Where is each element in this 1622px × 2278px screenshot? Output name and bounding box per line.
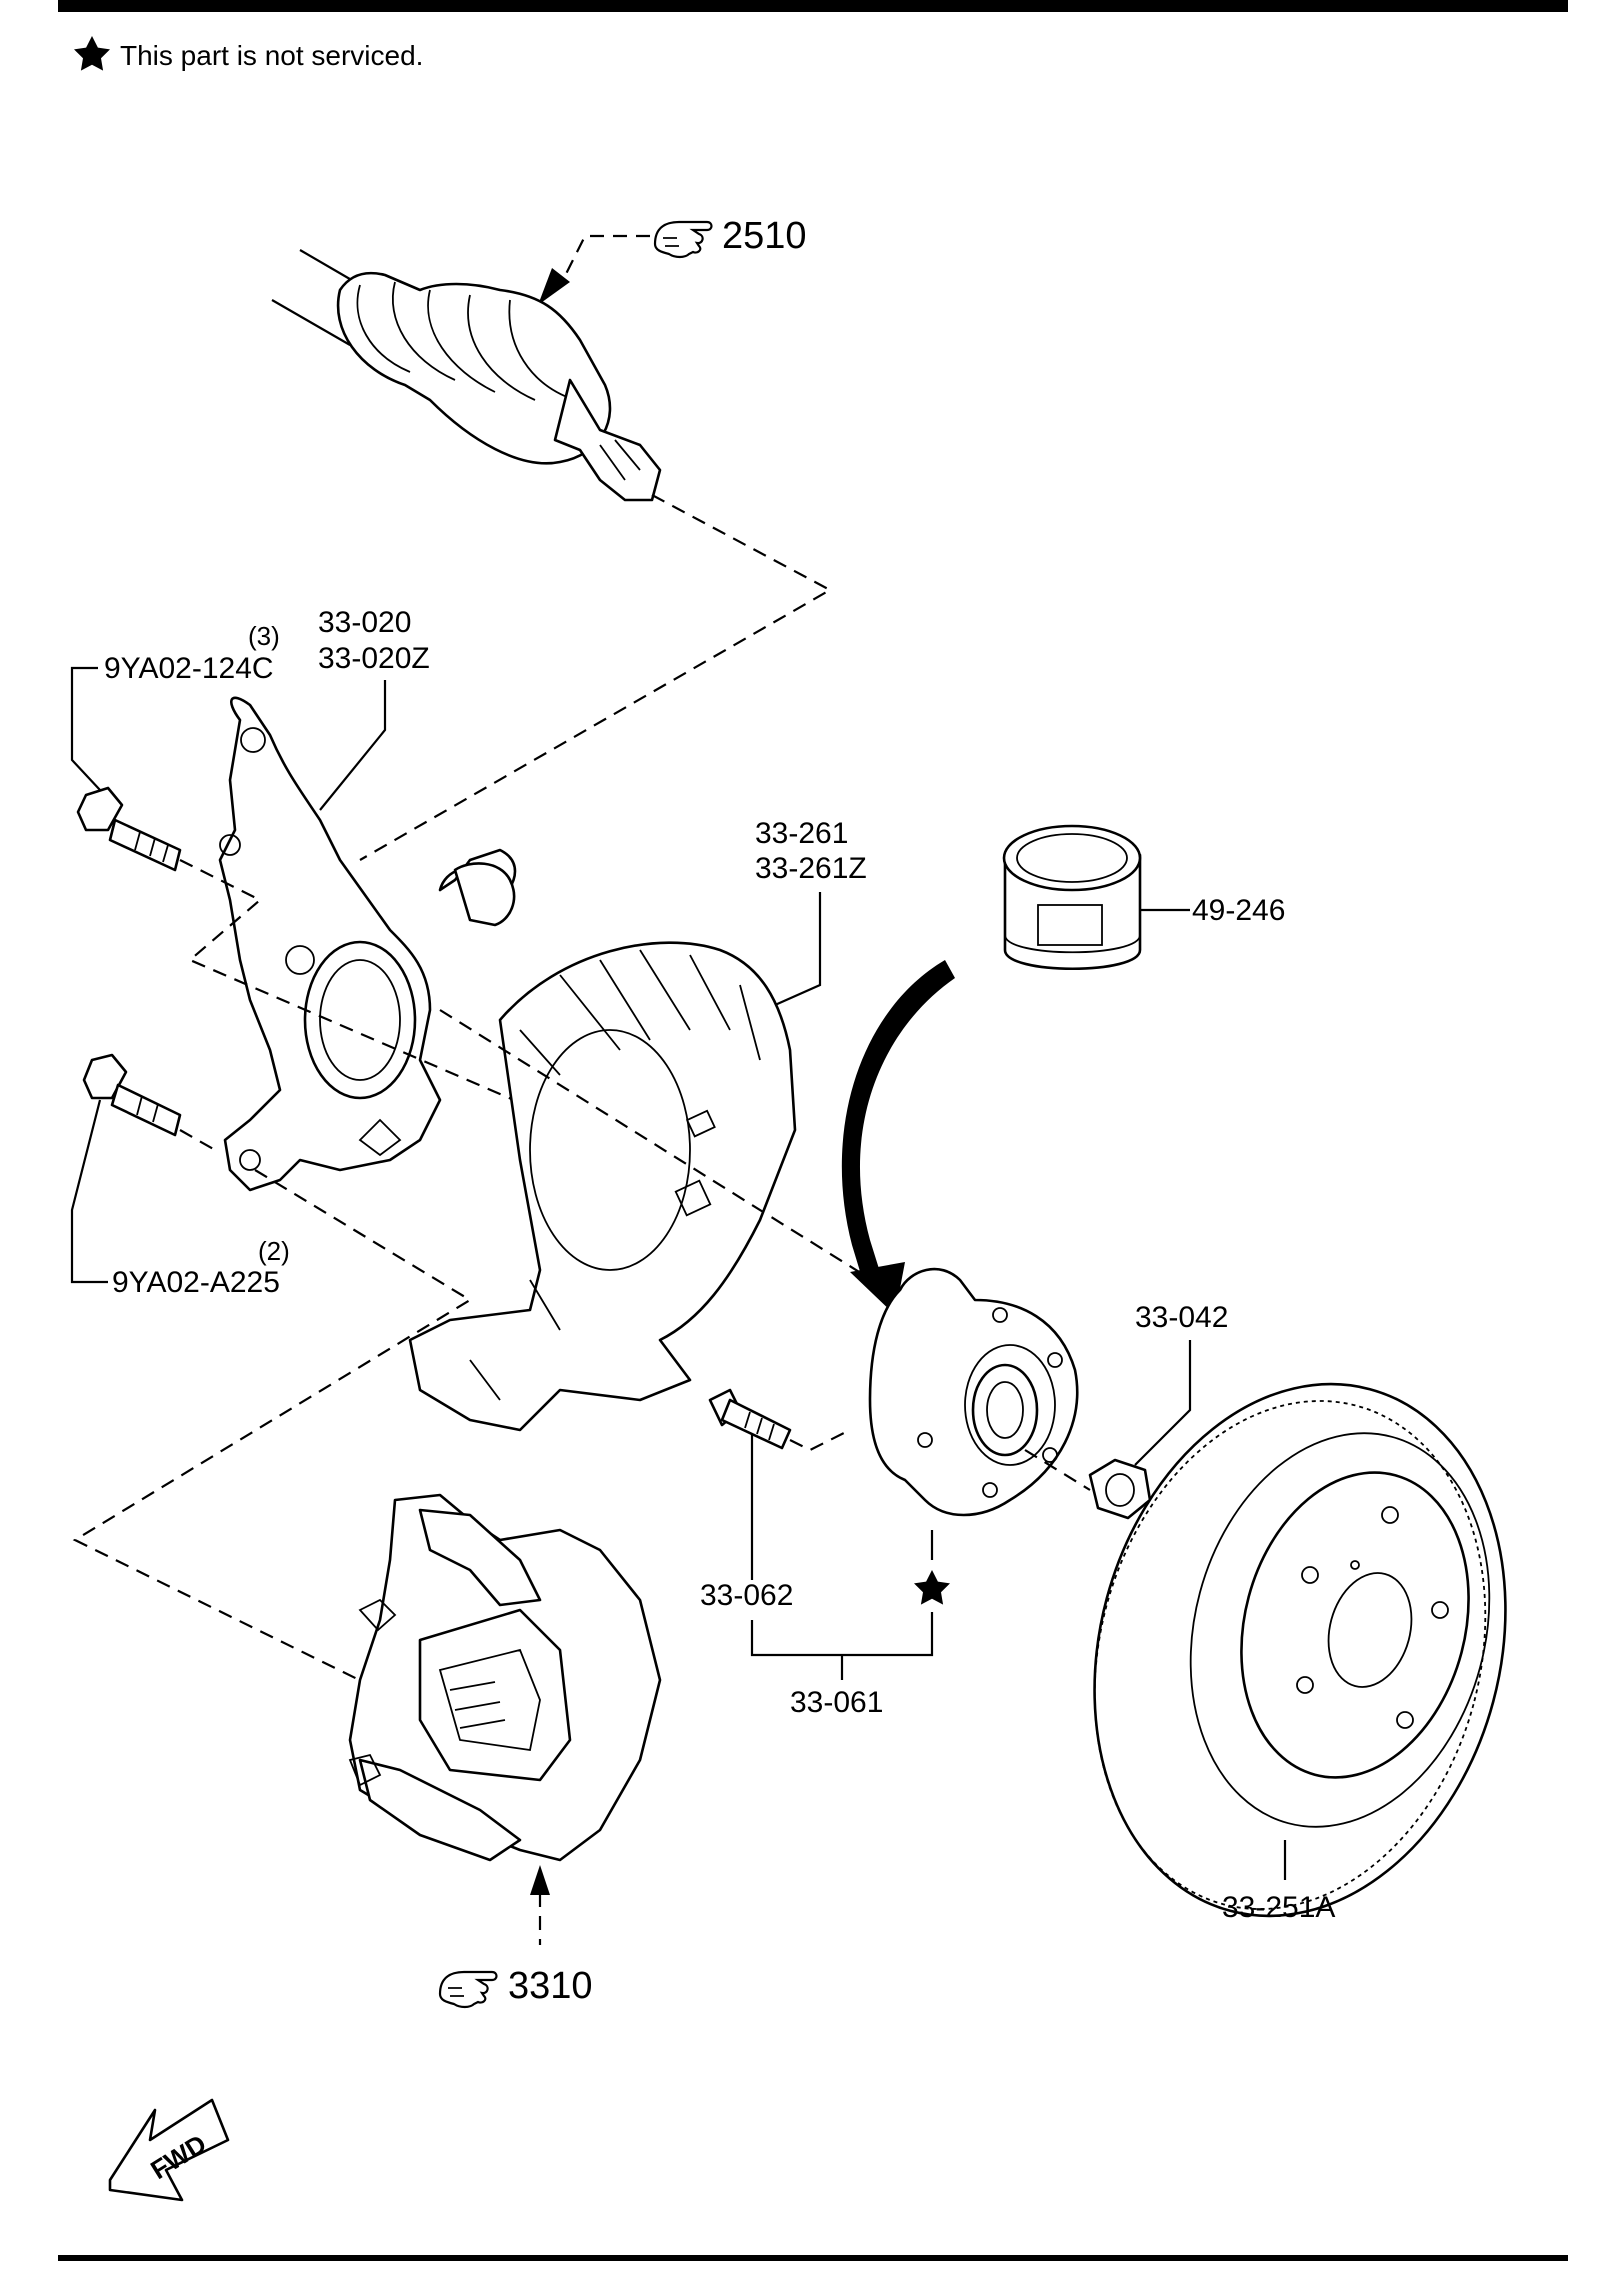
bolt-upper	[76, 786, 182, 872]
leader-dust-cover	[774, 892, 822, 1007]
ref-3310[interactable]: 3310	[438, 1965, 593, 2009]
label-bolt-lower[interactable]: 9YA02-A225	[112, 1266, 280, 1299]
label-bolt-upper-qty: (3)	[248, 621, 280, 651]
bolt-lower	[82, 1053, 182, 1137]
grease-container	[1002, 824, 1142, 971]
label-grease[interactable]: 49-246	[1192, 894, 1285, 927]
legend-note: This part is not serviced.	[120, 40, 423, 71]
leader-bolt-lower	[70, 1099, 108, 1284]
label-knuckle-1[interactable]: 33-020	[318, 606, 411, 639]
hub-bolt-alignment	[789, 1429, 851, 1452]
label-bolt-lower-qty: (2)	[258, 1236, 290, 1266]
wheel-hub	[868, 1267, 1079, 1517]
star-icon	[74, 36, 110, 71]
not-serviced-star-icon	[914, 1570, 950, 1605]
ref-3310-label: 3310	[508, 1965, 593, 2007]
arrow-head	[538, 268, 570, 305]
brake-caliper	[348, 1493, 662, 1862]
ref-2510-label: 2510	[722, 215, 807, 257]
top-border	[58, 0, 1568, 12]
steering-knuckle	[218, 696, 517, 1192]
ref-2510-leader	[561, 234, 650, 283]
lower-bolt-alignment	[72, 1129, 473, 1701]
shaft-alignment-line	[359, 494, 833, 861]
ref-2510[interactable]: 2510	[653, 215, 807, 259]
label-dust-cover-1[interactable]: 33-261	[755, 817, 848, 850]
leader-knuckle	[319, 680, 387, 811]
label-rotor[interactable]: 33-251A	[1222, 1891, 1335, 1924]
hub-bolt	[708, 1388, 792, 1450]
label-hub-assembly[interactable]: 33-061	[790, 1686, 883, 1719]
bottom-border	[58, 2255, 1568, 2261]
label-hub-bolt[interactable]: 33-062	[700, 1579, 793, 1612]
label-hub-nut[interactable]: 33-042	[1135, 1301, 1228, 1334]
brake-rotor	[1093, 1382, 1507, 1918]
hub-nut	[1088, 1458, 1152, 1520]
apply-arrow	[841, 960, 955, 1278]
pointing-hand-icon	[653, 220, 713, 259]
label-dust-cover-2[interactable]: 33-261Z	[755, 852, 867, 885]
leader-hub-nut	[1134, 1340, 1192, 1466]
pointing-hand-icon	[438, 1970, 498, 2009]
label-knuckle-2[interactable]: 33-020Z	[318, 642, 430, 675]
arrow-head-caliper	[530, 1865, 550, 1895]
hub-assembly-bracket	[750, 1612, 934, 1680]
dust-cover	[408, 941, 797, 1432]
drive-shaft	[271, 249, 662, 502]
label-bolt-upper[interactable]: 9YA02-124C	[104, 652, 274, 685]
fwd-arrow-icon: FWD	[108, 2098, 230, 2202]
hub-alignment-line	[439, 1009, 881, 1286]
leader-bolt-upper	[70, 666, 101, 791]
